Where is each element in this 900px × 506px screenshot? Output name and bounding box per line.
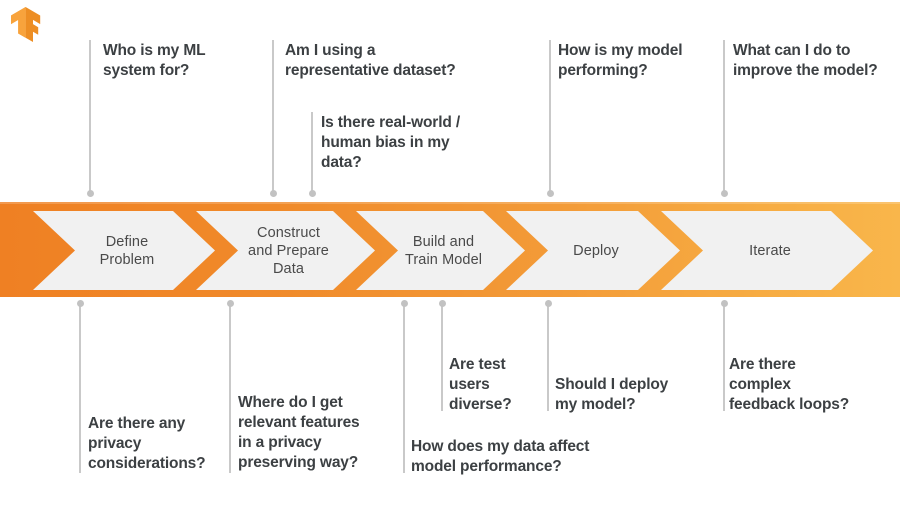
question-privacy-considerations: Are there any privacy considerations? (88, 415, 206, 472)
pipeline-stage-label: Iterate (749, 242, 791, 259)
tensorflow-logo (11, 7, 41, 42)
connector-line-top-4 (546, 40, 554, 197)
connector-dot (720, 190, 728, 197)
connector-line-top-1 (86, 40, 94, 197)
pipeline-stage-build-train-model[interactable]: Build and Train Model (356, 211, 525, 290)
connector-dot (546, 190, 554, 197)
connector-dot (76, 300, 84, 307)
connector-dot (226, 300, 234, 307)
pipeline-stage-label: Deploy (573, 242, 619, 259)
connector-line-top-5 (720, 40, 728, 197)
connector-line-bottom-2 (226, 300, 234, 473)
connector-dot (400, 300, 408, 307)
question-improve-the-model: What can I do to improve the model? (733, 42, 878, 79)
question-should-i-deploy-my-model: Should I deploy my model? (555, 376, 669, 413)
connector-line-bottom-1 (76, 300, 84, 473)
connector-dot (720, 300, 728, 307)
connector-dot (86, 190, 94, 197)
connector-line-bottom-6 (720, 300, 728, 411)
connector-dot (269, 190, 277, 197)
connector-line-bottom-3 (400, 300, 408, 473)
question-how-is-my-model-performing: How is my model performing? (558, 42, 683, 79)
connector-line-top-2 (269, 40, 277, 197)
pipeline-stage-label: Define Problem (99, 233, 155, 268)
pipeline-stage-label: Construct and Prepare Data (248, 224, 329, 277)
question-relevant-features-privacy: Where do I get relevant features in a pr… (238, 394, 360, 471)
pipeline-stage-label: Build and Train Model (404, 233, 483, 268)
question-complex-feedback-loops: Are there complex feedback loops? (729, 356, 850, 413)
question-who-is-my-ml-system-for: Who is my ML system for? (103, 42, 206, 79)
question-real-world-human-bias: Is there real-world / human bias in my d… (321, 114, 460, 171)
connector-dot (438, 300, 446, 307)
question-are-test-users-diverse: Are test users diverse? (449, 356, 512, 413)
connector-dot (544, 300, 552, 307)
question-representative-dataset: Am I using a representative dataset? (285, 42, 456, 79)
question-data-affect-model-performance: How does my data affect model performanc… (411, 438, 590, 475)
connector-dot (308, 190, 316, 197)
connector-line-top-3 (308, 112, 316, 197)
connector-line-bottom-4 (438, 300, 446, 411)
connector-line-bottom-5 (544, 300, 552, 411)
